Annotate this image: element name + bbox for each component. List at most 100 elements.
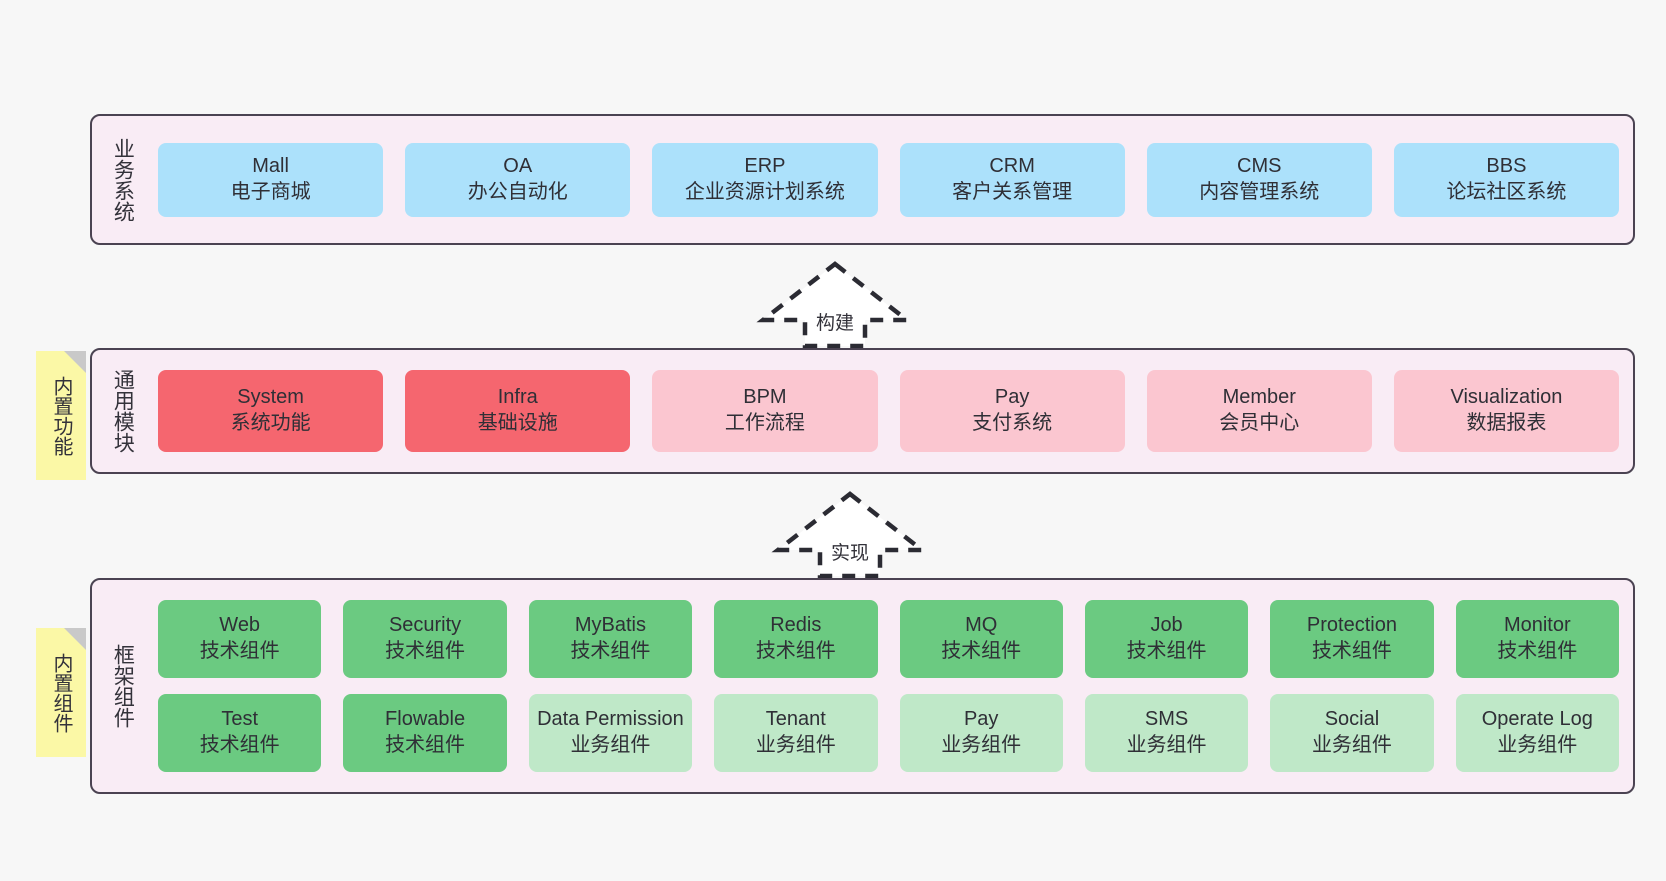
card-title: OA bbox=[503, 154, 533, 177]
card-title: Tenant bbox=[765, 708, 826, 731]
card-monitor[interactable]: Monitor 技术组件 bbox=[1455, 600, 1619, 678]
card-subtitle: 数据报表 bbox=[1466, 412, 1547, 434]
card-subtitle: 技术组件 bbox=[941, 640, 1022, 662]
arrow-build: 构建 bbox=[755, 258, 915, 350]
layer-title-module: 通用模块 bbox=[111, 369, 135, 453]
layer-body-framework: Web 技术组件 Security 技术组件 MyBatis 技术组件 Redi… bbox=[144, 580, 1633, 792]
layer-business-system: 业务系统 Mall 电子商城 OA 办公自动化 ERP 企业资源计划系统 CRM… bbox=[90, 114, 1635, 245]
card-title: ERP bbox=[744, 154, 786, 177]
card-title: Mall bbox=[252, 154, 289, 177]
card-bbs[interactable]: BBS 论坛社区系统 bbox=[1393, 142, 1620, 217]
card-title: MyBatis bbox=[574, 614, 646, 637]
card-subtitle: 论坛社区系统 bbox=[1446, 180, 1567, 203]
card-title: Test bbox=[221, 708, 259, 731]
card-subtitle: 业务组件 bbox=[941, 734, 1022, 756]
card-row: System 系统功能 Infra 基础设施 BPM 工作流程 Pay 支付系统… bbox=[158, 370, 1620, 452]
card-member[interactable]: Member 会员中心 bbox=[1146, 370, 1372, 452]
card-row: Mall 电子商城 OA 办公自动化 ERP 企业资源计划系统 CRM 客户关系… bbox=[158, 142, 1620, 217]
card-subtitle: 技术组件 bbox=[199, 734, 280, 756]
card-sms[interactable]: SMS 业务组件 bbox=[1084, 694, 1249, 772]
card-subtitle: 业务组件 bbox=[1497, 734, 1578, 756]
card-title: Web bbox=[219, 614, 261, 637]
card-test[interactable]: Test 技术组件 bbox=[158, 694, 322, 772]
card-cms[interactable]: CMS 内容管理系统 bbox=[1146, 142, 1372, 217]
card-infra[interactable]: Infra 基础设施 bbox=[405, 370, 631, 452]
layer-title-framework: 框架组件 bbox=[111, 644, 135, 728]
card-protection[interactable]: Protection 技术组件 bbox=[1270, 600, 1434, 678]
card-social[interactable]: Social 业务组件 bbox=[1270, 694, 1434, 772]
layer-body-module: System 系统功能 Infra 基础设施 BPM 工作流程 Pay 支付系统… bbox=[144, 350, 1633, 472]
card-subtitle: 技术组件 bbox=[570, 640, 651, 662]
card-subtitle: 技术组件 bbox=[385, 640, 466, 662]
card-subtitle: 工作流程 bbox=[724, 412, 805, 434]
card-web[interactable]: Web 技术组件 bbox=[158, 600, 322, 678]
card-title: Data Permission bbox=[537, 708, 684, 731]
card-system[interactable]: System 系统功能 bbox=[158, 370, 384, 452]
card-title: Pay bbox=[963, 708, 999, 731]
card-subtitle: 内容管理系统 bbox=[1199, 180, 1320, 203]
layer-body-business: Mall 电子商城 OA 办公自动化 ERP 企业资源计划系统 CRM 客户关系… bbox=[144, 116, 1633, 243]
card-subtitle: 技术组件 bbox=[385, 734, 466, 756]
card-title: Social bbox=[1324, 708, 1380, 731]
note-fold-corner bbox=[64, 351, 86, 373]
card-crm[interactable]: CRM 客户关系管理 bbox=[899, 142, 1125, 217]
card-tenant[interactable]: Tenant 业务组件 bbox=[714, 694, 878, 772]
card-title: Security bbox=[388, 614, 462, 637]
card-title: Visualization bbox=[1450, 386, 1563, 409]
card-subtitle: 技术组件 bbox=[1126, 640, 1207, 662]
card-operate-log[interactable]: Operate Log 业务组件 bbox=[1455, 694, 1619, 772]
card-title: MQ bbox=[965, 614, 998, 637]
card-title: Redis bbox=[770, 614, 822, 637]
note-builtin-components: 内置组件 bbox=[36, 628, 86, 757]
card-visualization[interactable]: Visualization 数据报表 bbox=[1393, 370, 1620, 452]
card-title: Member bbox=[1222, 386, 1296, 409]
card-mybatis[interactable]: MyBatis 技术组件 bbox=[528, 600, 693, 678]
card-subtitle: 技术组件 bbox=[755, 640, 836, 662]
card-subtitle: 办公自动化 bbox=[467, 180, 568, 203]
card-data-permission[interactable]: Data Permission 业务组件 bbox=[528, 694, 693, 772]
card-bpm[interactable]: BPM 工作流程 bbox=[652, 370, 878, 452]
card-subtitle: 会员中心 bbox=[1219, 412, 1300, 434]
card-title: CRM bbox=[989, 154, 1035, 177]
card-title: Pay bbox=[994, 386, 1030, 409]
card-pay[interactable]: Pay 支付系统 bbox=[899, 370, 1125, 452]
card-oa[interactable]: OA 办公自动化 bbox=[405, 142, 631, 217]
card-subtitle: 系统功能 bbox=[230, 412, 311, 434]
layer-common-module: 通用模块 System 系统功能 Infra 基础设施 BPM 工作流程 Pay… bbox=[90, 348, 1635, 474]
card-mq[interactable]: MQ 技术组件 bbox=[899, 600, 1063, 678]
card-title: System bbox=[237, 386, 304, 409]
card-subtitle: 技术组件 bbox=[199, 640, 280, 662]
card-title: Infra bbox=[497, 386, 538, 409]
card-title: Monitor bbox=[1503, 614, 1571, 637]
card-flowable[interactable]: Flowable 技术组件 bbox=[343, 694, 507, 772]
note-label: 内置组件 bbox=[50, 652, 72, 733]
card-subtitle: 业务组件 bbox=[1126, 734, 1207, 756]
card-subtitle: 业务组件 bbox=[1311, 734, 1392, 756]
card-title: Job bbox=[1150, 614, 1183, 637]
layer-title-business: 业务系统 bbox=[111, 137, 135, 222]
note-builtin-features: 内置功能 bbox=[36, 351, 86, 480]
note-fold-corner bbox=[64, 628, 86, 650]
card-title: CMS bbox=[1237, 154, 1282, 177]
card-subtitle: 业务组件 bbox=[755, 734, 836, 756]
card-subtitle: 客户关系管理 bbox=[952, 180, 1073, 203]
card-job[interactable]: Job 技术组件 bbox=[1084, 600, 1249, 678]
card-title: BPM bbox=[743, 386, 787, 409]
note-label: 内置功能 bbox=[50, 375, 72, 456]
card-redis[interactable]: Redis 技术组件 bbox=[714, 600, 878, 678]
card-subtitle: 基础设施 bbox=[477, 412, 558, 434]
card-subtitle: 技术组件 bbox=[1497, 640, 1578, 662]
card-subtitle: 支付系统 bbox=[972, 412, 1053, 434]
arrow-implement: 实现 bbox=[770, 488, 930, 580]
card-title: Protection bbox=[1306, 614, 1397, 637]
card-subtitle: 电子商城 bbox=[230, 180, 311, 203]
card-pay-business[interactable]: Pay 业务组件 bbox=[899, 694, 1063, 772]
card-erp[interactable]: ERP 企业资源计划系统 bbox=[652, 142, 878, 217]
card-title: Flowable bbox=[385, 708, 466, 731]
card-security[interactable]: Security 技术组件 bbox=[343, 600, 507, 678]
card-mall[interactable]: Mall 电子商城 bbox=[158, 142, 384, 217]
card-row: Test 技术组件 Flowable 技术组件 Data Permission … bbox=[158, 694, 1619, 772]
layer-framework-component: 框架组件 Web 技术组件 Security 技术组件 MyBatis 技术组件… bbox=[90, 578, 1635, 794]
card-title: SMS bbox=[1144, 708, 1189, 731]
